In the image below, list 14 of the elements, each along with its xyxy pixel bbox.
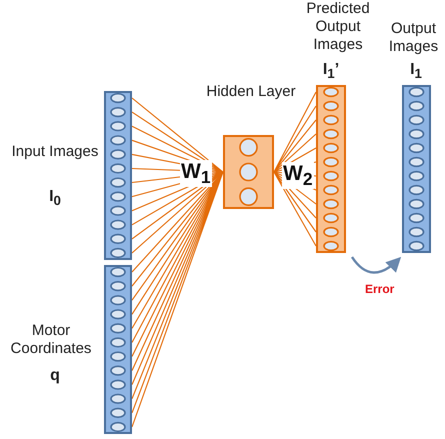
- layer-label: Input Images: [10, 143, 100, 161]
- edge-label: W$_{2}$: [282, 162, 314, 190]
- layer-label: Output Images: [388, 20, 440, 56]
- symbol-label: I$_{1}$: [409, 61, 423, 84]
- curved-arrow: [350, 256, 402, 274]
- edge-label: W$_{1}$: [180, 160, 212, 188]
- layer-label: Predicted Output Images: [305, 0, 371, 54]
- symbol-label: I$_{1}$’: [322, 61, 340, 84]
- connection-lines: [131, 171, 224, 428]
- layer-label: Hidden Layer: [206, 83, 296, 101]
- symbol-label: I$_{0}$: [48, 188, 62, 210]
- layer-label: Motor Coordinates: [10, 322, 92, 358]
- symbol-label: q: [49, 367, 61, 385]
- edge-label: Error: [364, 283, 396, 296]
